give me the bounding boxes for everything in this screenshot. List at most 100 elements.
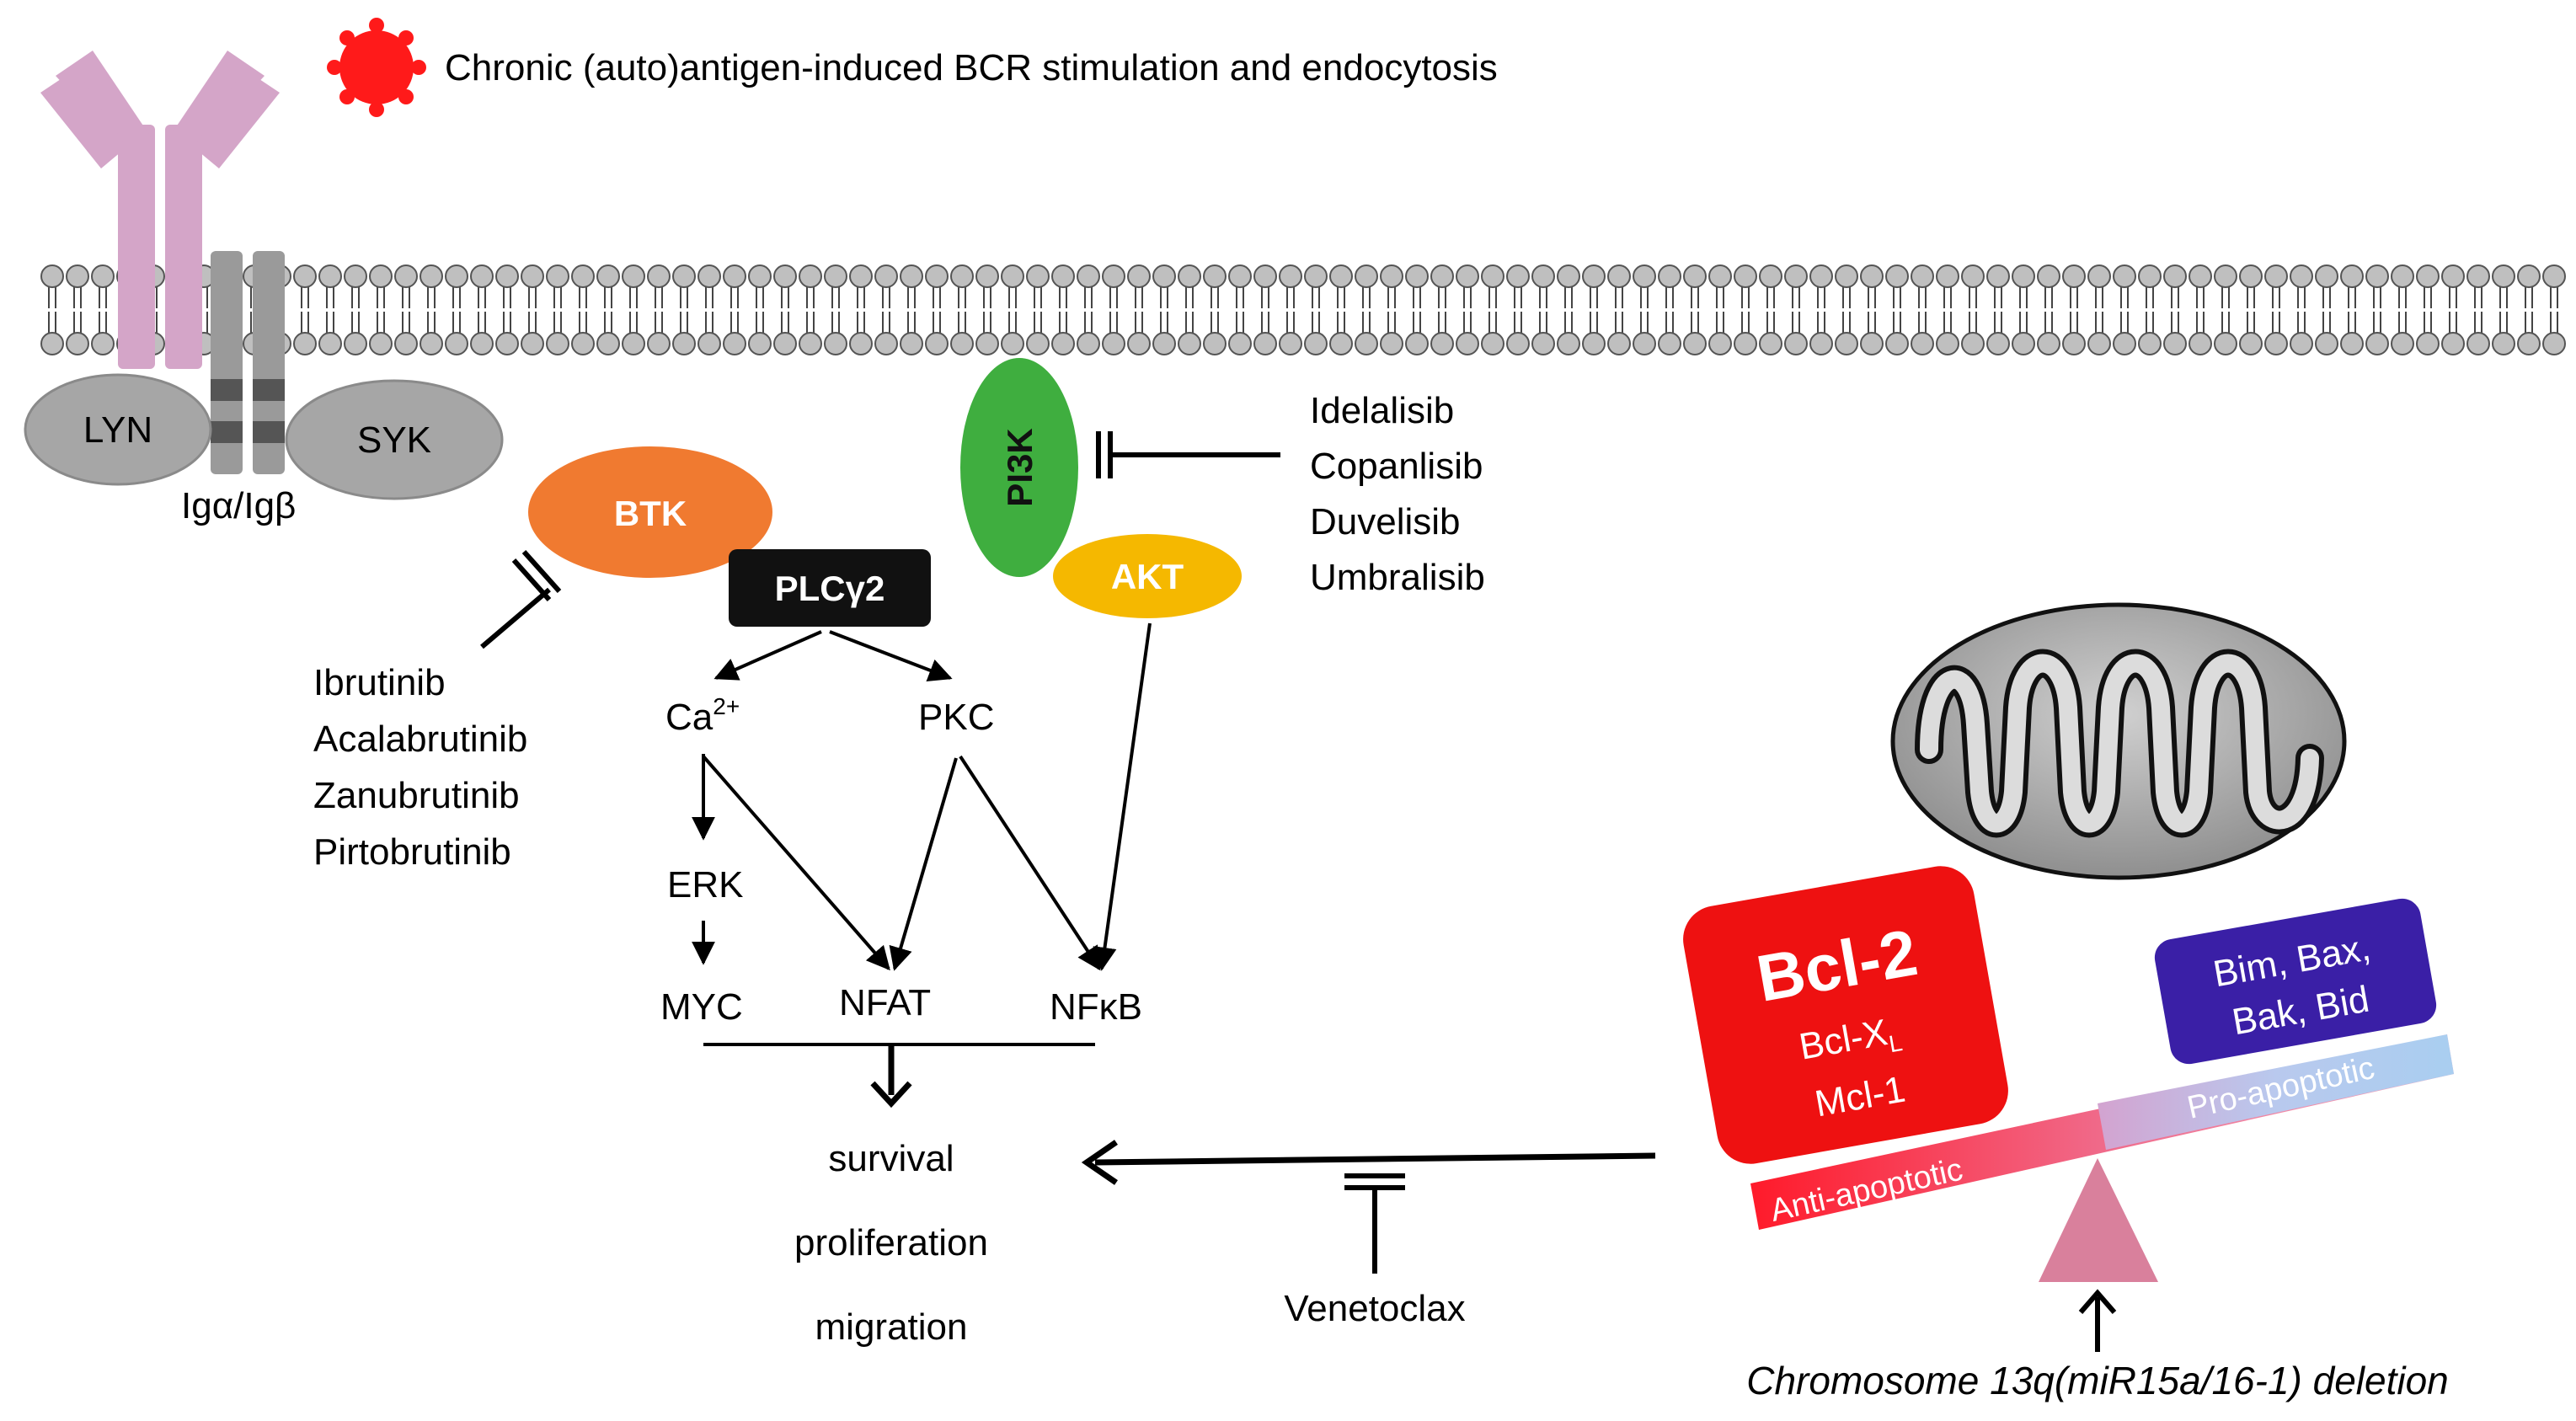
lipid	[420, 264, 443, 288]
lipid	[1961, 264, 1985, 288]
signaling-arrows	[692, 622, 1152, 1046]
lipid	[2290, 264, 2313, 288]
lyn-node: LYN	[24, 373, 212, 486]
lipid	[2492, 264, 2515, 288]
lipid	[1734, 332, 1757, 355]
lipid	[2163, 264, 2187, 288]
lipid	[2517, 332, 2541, 355]
lipid	[2416, 264, 2440, 288]
lipid	[1380, 332, 1403, 355]
bcr-antibody-icon	[40, 51, 280, 369]
lipid	[1936, 264, 1959, 288]
outcome-migration: migration	[815, 1306, 968, 1348]
lipid	[40, 264, 64, 288]
lipid	[1809, 332, 1833, 355]
lipid	[1456, 332, 1479, 355]
lipid	[1203, 264, 1227, 288]
lipid	[2037, 332, 2060, 355]
lipid	[950, 264, 974, 288]
lipid	[546, 332, 569, 355]
lipid	[1405, 264, 1429, 288]
lipid	[571, 332, 595, 355]
lipid	[1228, 332, 1252, 355]
figure-title: Chronic (auto)antigen-induced BCR stimul…	[445, 47, 1498, 88]
lipid	[344, 264, 367, 288]
btk-inhibitor-list: Ibrutinib Acalabrutinib Zanubrutinib Pir…	[313, 662, 527, 873]
svg-text:Copanlisib: Copanlisib	[1310, 446, 1483, 487]
ig-alpha-beta-icon	[211, 251, 285, 474]
lipid	[1253, 332, 1277, 355]
lipid	[1380, 264, 1403, 288]
lipid	[1102, 332, 1125, 355]
lipid	[773, 264, 797, 288]
lipid	[975, 264, 999, 288]
lipid	[697, 332, 721, 355]
lipid	[647, 264, 671, 288]
lipid	[596, 332, 620, 355]
lipid	[2214, 264, 2237, 288]
svg-text:Idelalisib: Idelalisib	[1310, 390, 1454, 431]
lipid	[1430, 264, 1454, 288]
lipid	[2062, 264, 2086, 288]
lipid	[1860, 332, 1884, 355]
svg-text:Ibrutinib: Ibrutinib	[313, 662, 446, 703]
lipid	[622, 264, 645, 288]
lipid	[1531, 264, 1555, 288]
lipid	[470, 332, 494, 355]
svg-text:Duvelisib: Duvelisib	[1310, 501, 1461, 542]
lipid	[2391, 332, 2414, 355]
svg-text:BTK: BTK	[614, 494, 687, 533]
lipid	[344, 332, 367, 355]
lipid	[91, 332, 115, 355]
lipid	[1557, 332, 1580, 355]
lipid	[2087, 332, 2111, 355]
lipid	[748, 332, 772, 355]
lipid	[2239, 332, 2263, 355]
svg-text:LYN: LYN	[83, 409, 152, 451]
lipid	[521, 264, 544, 288]
lipid	[40, 332, 64, 355]
lipid	[2062, 332, 2086, 355]
lipid	[521, 332, 544, 355]
lipid	[1127, 264, 1151, 288]
lipid	[975, 332, 999, 355]
lipid	[91, 264, 115, 288]
lipid	[2037, 264, 2060, 288]
myc-label: MYC	[660, 986, 743, 1028]
lipid	[2214, 332, 2237, 355]
cell-membrane	[40, 264, 2566, 355]
lipid	[824, 264, 847, 288]
lipid	[874, 332, 898, 355]
bcl2-box: Bcl-2 Bcl-XL Mcl-1	[1683, 866, 2008, 1164]
deletion-arrow	[2078, 1289, 2117, 1352]
svg-text:Umbralisib: Umbralisib	[1310, 557, 1485, 598]
lipid	[773, 332, 797, 355]
lipid	[1102, 264, 1125, 288]
plcg2-node: PLCγ2	[729, 549, 931, 627]
lipid	[293, 264, 317, 288]
lipid	[2416, 332, 2440, 355]
lipid	[1961, 332, 1985, 355]
lipid	[571, 264, 595, 288]
lipid	[495, 332, 519, 355]
lipid	[1077, 264, 1100, 288]
lipid	[1911, 332, 1934, 355]
lipid	[1607, 264, 1631, 288]
lipid	[394, 264, 418, 288]
lipid	[1178, 264, 1201, 288]
lipid	[495, 264, 519, 288]
lipid	[2441, 332, 2465, 355]
lipid	[1784, 332, 1808, 355]
lipid	[1026, 264, 1050, 288]
lipid	[2138, 264, 2162, 288]
lipid	[2542, 264, 2566, 288]
lipid	[799, 264, 822, 288]
lipid	[900, 332, 923, 355]
svg-text:PI3K: PI3K	[1000, 428, 1039, 506]
lipid	[2138, 332, 2162, 355]
lipid	[697, 264, 721, 288]
lipid	[1304, 332, 1328, 355]
lipid	[1026, 332, 1050, 355]
lipid	[2113, 332, 2136, 355]
